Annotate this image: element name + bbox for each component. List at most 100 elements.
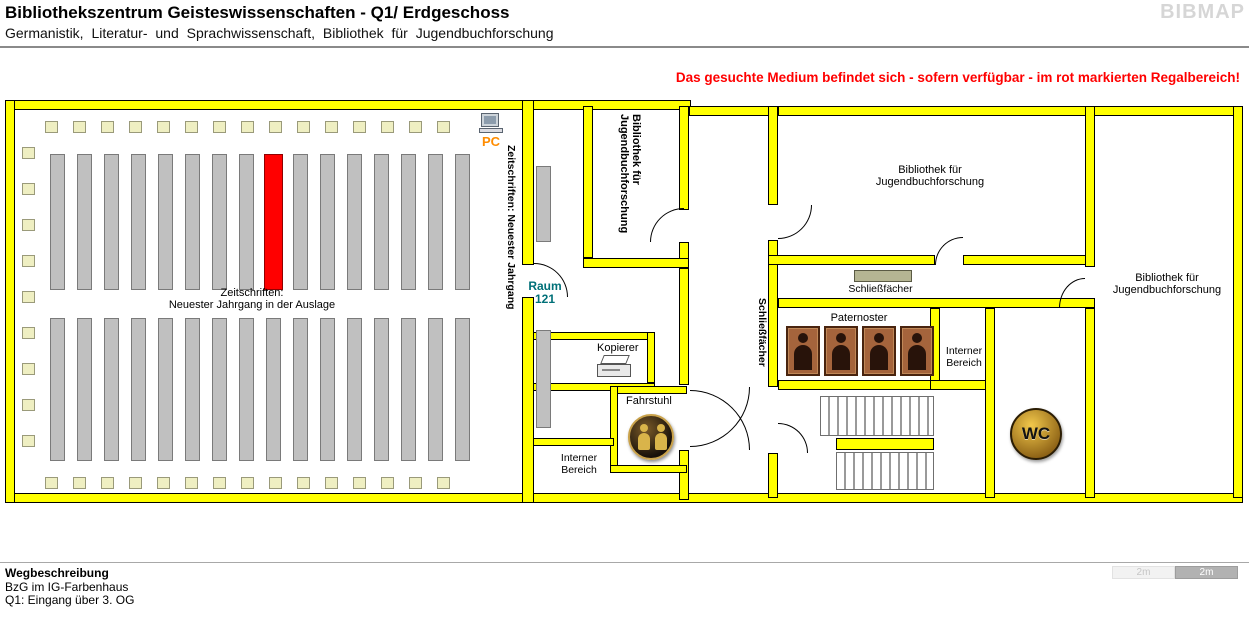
highlighted-shelf [264,154,283,290]
bibmap-logo: BIBMAP [1160,1,1245,23]
wall-segment [836,438,934,450]
wall-segment [768,106,778,205]
person-icon [655,424,667,452]
door-arc [935,237,963,265]
person-icon [788,328,818,374]
bookshelf [50,154,65,290]
label-schliessfaecher-vertical: Schließfächer [756,298,768,367]
wall-segment [679,450,689,500]
reading-table [409,121,422,133]
footer-line-1: BzG im IG-Farbenhaus [5,580,129,594]
reading-table [297,121,310,133]
reading-table [185,477,198,489]
label-bibliothek-jugendbuch-vertical: Bibliothek für Jugendbuchforschung [618,114,642,234]
bookshelf [158,154,173,290]
footer-divider [0,562,1249,563]
reading-table [73,121,86,133]
reading-table [22,363,35,375]
label-interner-bereich-left: Interner Bereich [560,452,598,476]
label-fahrstuhl: Fahrstuhl [626,395,672,407]
wall-segment [532,100,691,110]
label-zeitschriften-wall: Zeitschriften: Neuester Jahrgang [505,145,517,310]
paternoster-door [900,326,934,376]
bookshelf [212,318,227,461]
label-paternoster: Paternoster [830,312,888,324]
reading-table [213,477,226,489]
person-icon [638,424,650,452]
bookshelf [158,318,173,461]
bookshelf [266,318,281,461]
reading-table [269,477,282,489]
wall-segment [963,255,1095,265]
staircase-upper [820,396,934,436]
locker-shelf [854,270,912,282]
header-divider [0,46,1249,48]
bookshelf [374,318,389,461]
bookshelf [239,318,254,461]
paternoster-door [786,326,820,376]
reading-table [45,121,58,133]
bookshelf [185,154,200,290]
label-bibliothek-jugendbuch-right: Bibliothek für Jugendbuchforschung [1112,272,1222,296]
door-arc [778,205,812,239]
door-arc [778,423,808,453]
page-subtitle: Germanistik, Literatur- und Sprachwissen… [5,25,554,41]
footer-line-2: Q1: Eingang über 3. OG [5,593,135,607]
pc-icon [479,113,503,135]
bookshelf [401,318,416,461]
bookshelf [77,318,92,461]
reading-table [22,147,35,159]
reading-table [22,399,35,411]
page-title: Bibliothekszentrum Geisteswissenschaften… [5,3,510,22]
reading-table [241,477,254,489]
bookshelf [185,318,200,461]
paternoster-door [824,326,858,376]
wall-shelf [536,166,551,242]
reading-table [409,477,422,489]
paternoster-door [862,326,896,376]
wall-segment [778,106,1243,116]
bookshelf [131,154,146,290]
door-arc [1059,278,1085,308]
label-pc: PC [481,134,501,149]
bookshelf [50,318,65,461]
bookshelf [104,154,119,290]
wall-segment [610,465,687,473]
wc-label: WC [1021,424,1051,443]
label-bibliothek-jugendbuch-top: Bibliothek für Jugendbuchforschung [875,164,985,188]
footer-heading: Wegbeschreibung [5,566,109,580]
wall-segment [533,332,655,340]
scale-segment-dark: 2m [1175,566,1238,579]
reading-table [381,477,394,489]
wall-segment [679,268,689,385]
reading-table [101,121,114,133]
wall-segment [610,386,687,394]
reading-table [22,327,35,339]
highlight-notice: Das gesuchte Medium befindet sich - sofe… [675,70,1240,85]
printer-body-icon [597,364,631,377]
elevator-icon [628,414,674,460]
scale-segment-light: 2m [1112,566,1175,579]
reading-table [45,477,58,489]
label-interner-bereich-right: Interner Bereich [945,345,983,369]
wall-segment [647,332,655,383]
wall-segment [768,453,778,498]
keyboard-icon [479,128,503,133]
reading-table [22,183,35,195]
reading-table [241,121,254,133]
bookshelf [320,318,335,461]
wall-segment [522,297,534,503]
person-icon [902,328,932,374]
bookshelf [212,154,227,290]
bookshelf [347,318,362,461]
wall-segment [768,255,935,265]
wall-segment [768,240,778,387]
bookshelf [401,154,416,290]
reading-table [297,477,310,489]
reading-table [22,291,35,303]
reading-table [22,255,35,267]
wall-segment [1085,308,1095,498]
wall-shelf [536,330,551,428]
